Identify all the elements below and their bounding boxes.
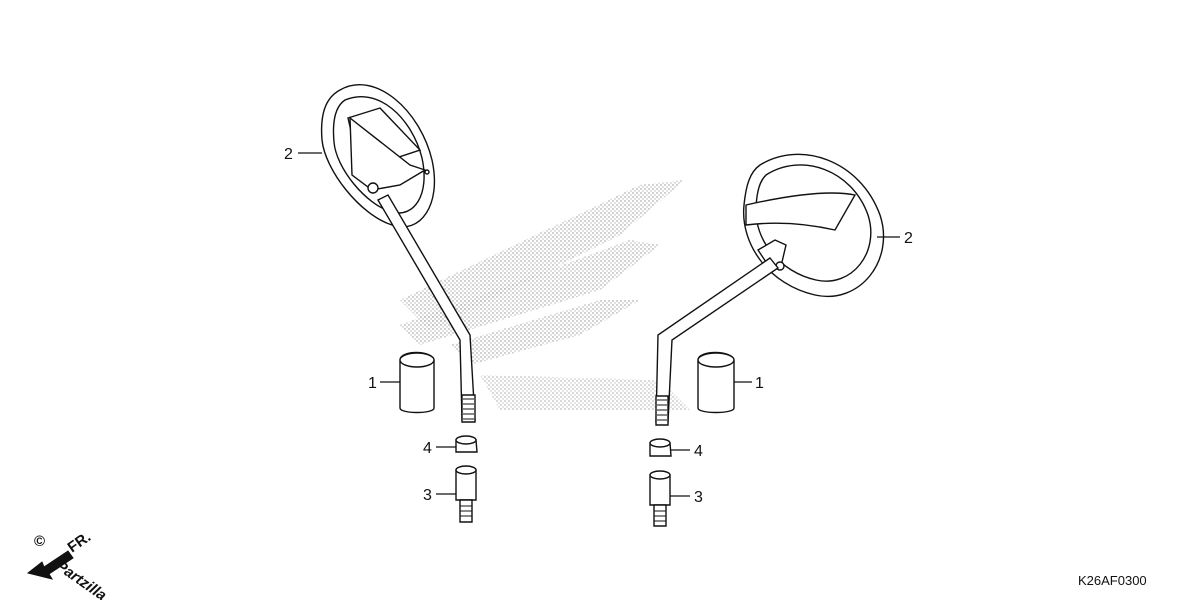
- mirror-right: [655, 153, 885, 426]
- callout-nut-right: 4: [694, 443, 703, 460]
- cover-left: [399, 351, 435, 414]
- mirror-left: [320, 84, 476, 423]
- callout-adapter-right: 3: [694, 489, 703, 506]
- callout-mirror-right: 2: [904, 230, 913, 247]
- adapter-left: [455, 465, 477, 523]
- callout-adapter-left: 3: [423, 487, 432, 504]
- adapter-right: [649, 470, 671, 527]
- diagram-code: K26AF0300: [1078, 573, 1147, 588]
- callout-mirror-left: 2: [284, 146, 293, 163]
- cover-right: [697, 351, 735, 414]
- callout-nut-left: 4: [423, 440, 432, 457]
- brand-wing-logo: [400, 180, 690, 410]
- nut-left: [455, 435, 478, 453]
- watermark-brand: Partzilla: [53, 557, 110, 600]
- copyright-symbol: ©: [34, 533, 45, 550]
- nut-right: [649, 438, 672, 457]
- leader-lines: [298, 152, 900, 497]
- callout-cover-right: 1: [755, 375, 764, 392]
- callout-cover-left: 1: [368, 375, 377, 392]
- front-arrow-icon: [26, 550, 74, 580]
